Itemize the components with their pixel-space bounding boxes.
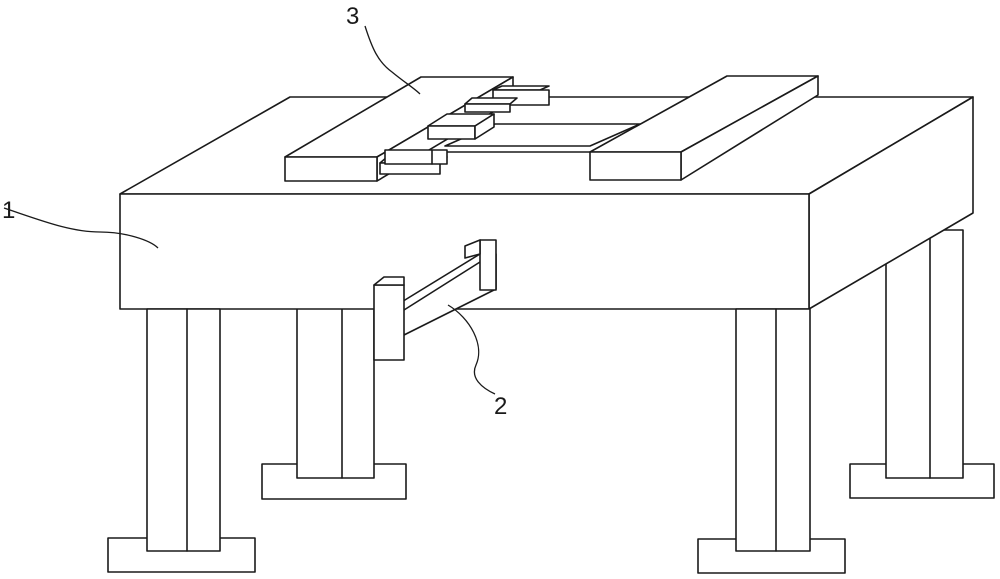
leader-line-3 — [364, 25, 421, 95]
clamp-assembly — [373, 239, 497, 361]
back-right-leg — [849, 229, 995, 499]
back-left-leg — [261, 307, 407, 500]
clamp-end-cap — [464, 239, 481, 259]
label-2: 2 — [494, 393, 507, 420]
front-left-leg — [107, 308, 256, 573]
slide-bar-bottom — [379, 149, 448, 175]
slide-bar-top — [464, 85, 550, 113]
rail-assembly — [284, 75, 819, 182]
front-right-post — [735, 308, 811, 552]
back-left-post — [296, 307, 375, 479]
clamp-plate-top — [373, 276, 405, 286]
front-left-post — [146, 308, 221, 552]
left-rail-front — [284, 156, 378, 182]
label-3: 3 — [346, 3, 359, 30]
front-right-leg — [697, 308, 846, 574]
back-right-post — [885, 229, 964, 479]
clamp-plate — [373, 284, 405, 361]
label-1: 1 — [2, 197, 15, 224]
right-rail-front — [589, 151, 682, 181]
leader-line-1 — [3, 207, 159, 249]
slide-bar-middle — [427, 113, 495, 140]
leader-line-2 — [447, 304, 496, 395]
clamp-end-block — [479, 239, 497, 291]
